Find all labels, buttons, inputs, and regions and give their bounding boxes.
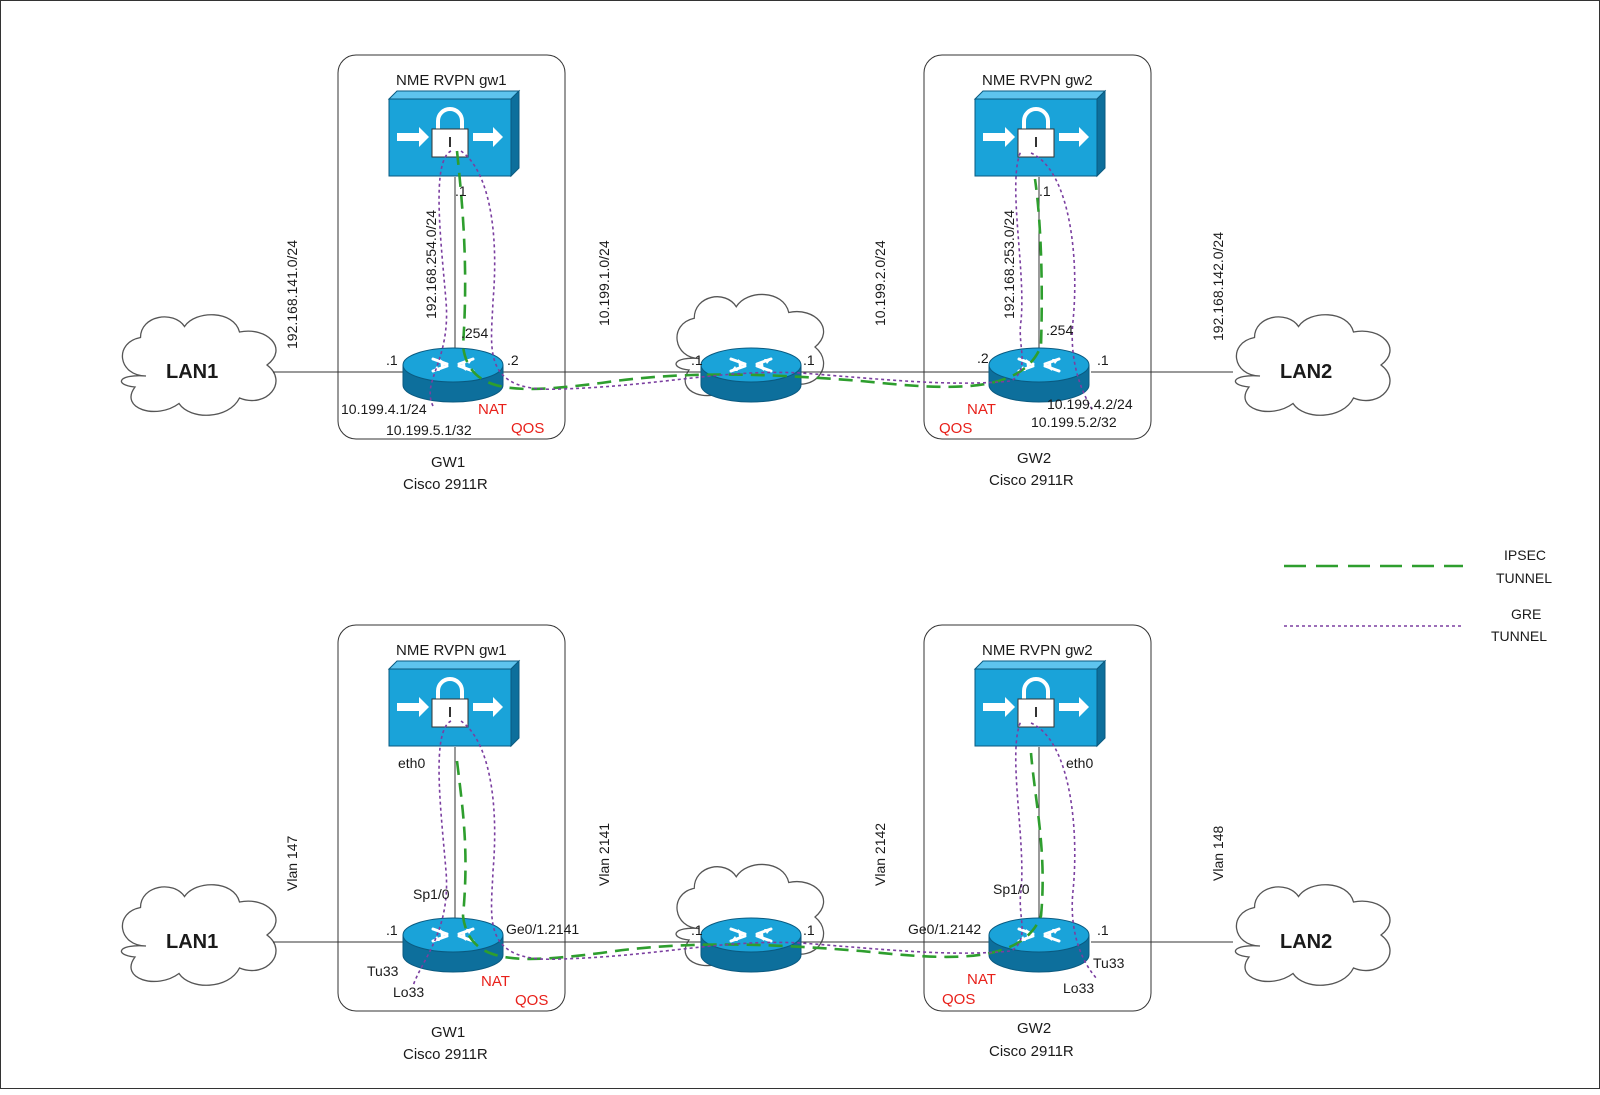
gw1-name-bottom: GW1: [431, 1024, 465, 1041]
gw2-model: Cisco 2911R: [989, 472, 1074, 489]
ipsec-tunnel-top: [455, 150, 1044, 391]
ipsec-tunnel-bottom: [455, 752, 1044, 961]
gw2-lo: Lo33: [1063, 980, 1094, 996]
gw1-nat-bottom: NAT: [481, 973, 510, 990]
gw1-addr2: 10.199.5.1/32: [386, 422, 472, 438]
gw1-model-bottom: Cisco 2911R: [403, 1046, 488, 1063]
gw1-box: [337, 54, 566, 440]
gre-tunnel-top: [429, 150, 1094, 412]
gw2-mod-if: eth0: [1066, 755, 1093, 771]
lan2-label: LAN2: [1280, 361, 1332, 383]
gw2-nat: NAT: [967, 401, 996, 418]
gw2-mod-ip: .1: [1039, 183, 1051, 199]
gw1-module-title-bottom: NME RVPN gw1: [396, 642, 507, 659]
legend-gre-label-2: TUNNEL: [1491, 628, 1547, 644]
gw1-qos-bottom: QOS: [515, 992, 548, 1009]
lan2-label-bottom: LAN2: [1280, 931, 1332, 953]
gw2-lan-net: 192.168.142.0/24: [1210, 232, 1226, 341]
gw2-sp: Sp1/0: [993, 881, 1030, 897]
gw1-router: [401, 346, 505, 404]
gw2-module-title: NME RVPN gw2: [982, 72, 1093, 89]
gw1-tu: Tu33: [367, 963, 399, 979]
gw2-mod-net: 192.168.253.0/24: [1001, 210, 1017, 319]
lan1-label-bottom: LAN1: [166, 931, 218, 953]
gw1-mod-if: eth0: [398, 755, 425, 771]
wan1-net: 10.199.1.0/24: [596, 240, 612, 326]
gw2-wan-ip: .2: [977, 350, 989, 366]
gw2-rtr-mod-ip: .254: [1046, 322, 1073, 338]
core-ip-right-bottom: .1: [803, 922, 815, 938]
gw2-qos-bottom: QOS: [942, 991, 975, 1008]
legend: IPSEC TUNNEL GRE TUNNEL: [1284, 547, 1552, 644]
gw1-sp: Sp1/0: [413, 886, 450, 902]
gw2-vlan-lan: Vlan 148: [1210, 826, 1226, 881]
gw1-qos: QOS: [511, 420, 544, 437]
gw2-tu: Tu33: [1093, 955, 1125, 971]
gw1-lan-net: 192.168.141.0/24: [284, 240, 300, 349]
gw2-model-bottom: Cisco 2911R: [989, 1043, 1074, 1060]
bottom-diagram: LAN1 LAN2 NME RVPN gw1 eth0 Sp1/0 .1 Ge0…: [120, 624, 1391, 1063]
gw1-mod-net: 192.168.254.0/24: [423, 210, 439, 319]
legend-ipsec-label-1: IPSEC: [1504, 547, 1546, 563]
vlan1-label: Vlan 2141: [596, 823, 612, 886]
top-diagram: LAN1 LAN2 NME RVPN gw1 .1 .254 .1 .2 10.…: [120, 54, 1391, 493]
wan2-net: 10.199.2.0/24: [872, 240, 888, 326]
gw2-name-bottom: GW2: [1017, 1020, 1051, 1037]
core-ip-right: .1: [803, 352, 815, 368]
gw2-wan-if: Ge0/1.2142: [908, 921, 981, 937]
gw1-box-bottom: [337, 624, 566, 1012]
gw1-nat: NAT: [478, 401, 507, 418]
gw2-box-bottom: [923, 624, 1152, 1012]
gw1-mod-ip: .1: [455, 183, 467, 199]
legend-ipsec-label-2: TUNNEL: [1496, 570, 1552, 586]
gw2-nat-bottom: NAT: [967, 971, 996, 988]
lan1-label: LAN1: [166, 361, 218, 383]
gw1-module-title: NME RVPN gw1: [396, 72, 507, 89]
gw2-box: [923, 54, 1152, 440]
gw2-lan-ip-bottom: .1: [1097, 922, 1109, 938]
gw2-name: GW2: [1017, 450, 1051, 467]
gw1-vpn-module-bottom: [387, 659, 521, 748]
gw1-vpn-module: [387, 89, 521, 178]
core-ip-left-bottom: .1: [691, 922, 703, 938]
legend-gre-label-1: GRE: [1511, 606, 1541, 622]
gw1-wan-if: Ge0/1.2141: [506, 921, 579, 937]
gw1-model: Cisco 2911R: [403, 476, 488, 493]
gw2-addr1: 10.199.4.2/24: [1047, 396, 1133, 412]
gre-tunnel-bottom: [412, 720, 1098, 987]
gw1-lo: Lo33: [393, 984, 424, 1000]
core-ip-left: .1: [691, 352, 703, 368]
gw2-module-title-bottom: NME RVPN gw2: [982, 642, 1093, 659]
gw2-addr2: 10.199.5.2/32: [1031, 414, 1117, 430]
gw1-router-bottom: [401, 916, 505, 974]
gw2-vpn-module-bottom: [973, 659, 1107, 748]
gw1-lan-ip: .1: [386, 352, 398, 368]
gw1-addr1: 10.199.4.1/24: [341, 401, 427, 417]
gw1-wan-ip: .2: [507, 352, 519, 368]
vlan2-label: Vlan 2142: [872, 823, 888, 886]
gw2-vpn-module: [973, 89, 1107, 178]
gw2-lan-ip: .1: [1097, 352, 1109, 368]
gw1-lan-ip-bottom: .1: [386, 922, 398, 938]
gw1-vlan-lan: Vlan 147: [284, 836, 300, 891]
gw2-qos: QOS: [939, 420, 972, 437]
gw1-rtr-mod-ip: .254: [461, 325, 488, 341]
gw1-name: GW1: [431, 454, 465, 471]
